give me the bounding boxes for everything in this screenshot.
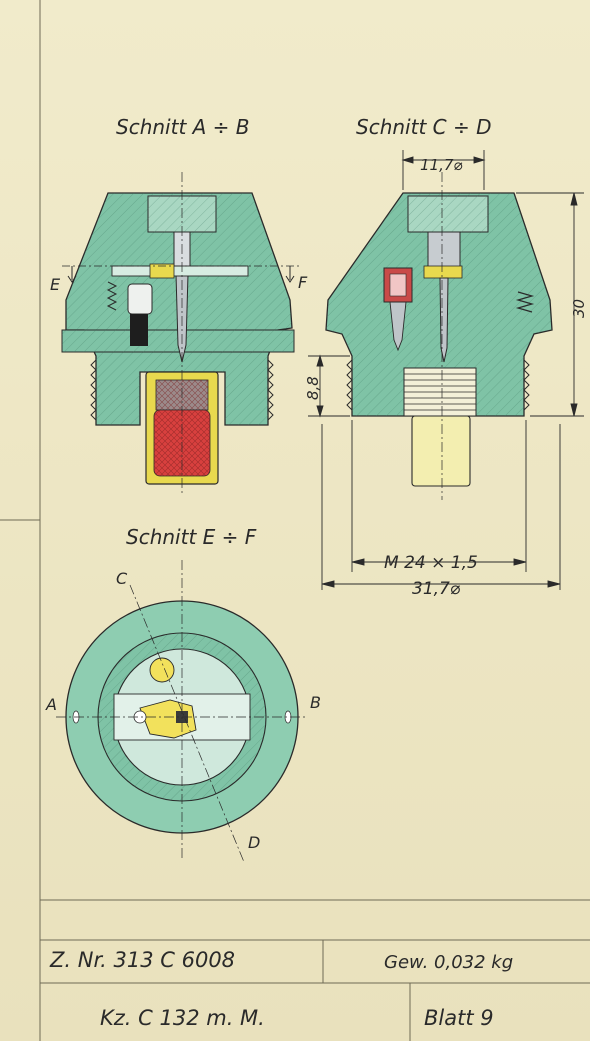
dim-height: 30 — [570, 299, 588, 318]
section-a-b-drawing — [61, 172, 300, 495]
drawing-number: Z. Nr. 313 C 6008 — [50, 948, 236, 972]
weight: Gew. 0,032 kg — [384, 952, 514, 973]
marker-d: D — [248, 833, 260, 852]
dim-thread-height: 8,8 — [304, 376, 322, 400]
section-c-d-title: Schnitt C ÷ D — [356, 115, 491, 139]
section-a-b-title: Schnitt A ÷ B — [116, 115, 250, 139]
dimension-lines — [308, 150, 584, 590]
sheet-number: Blatt 9 — [424, 1006, 494, 1030]
marker-b: B — [310, 693, 321, 712]
section-c-d-drawing — [325, 172, 553, 500]
dim-thread: M 24 × 1,5 — [384, 553, 478, 573]
section-e-f-drawing — [56, 560, 308, 863]
marker-c: C — [116, 569, 128, 588]
dim-base-diameter: 31,7⌀ — [412, 579, 461, 599]
marker-f: F — [298, 273, 308, 292]
marker-a: A — [45, 695, 57, 714]
marker-e: E — [50, 275, 61, 294]
dim-top-diameter: 11,7⌀ — [420, 156, 462, 174]
designation: Kz. C 132 m. M. — [100, 1006, 265, 1030]
section-e-f-title: Schnitt E ÷ F — [126, 525, 257, 549]
